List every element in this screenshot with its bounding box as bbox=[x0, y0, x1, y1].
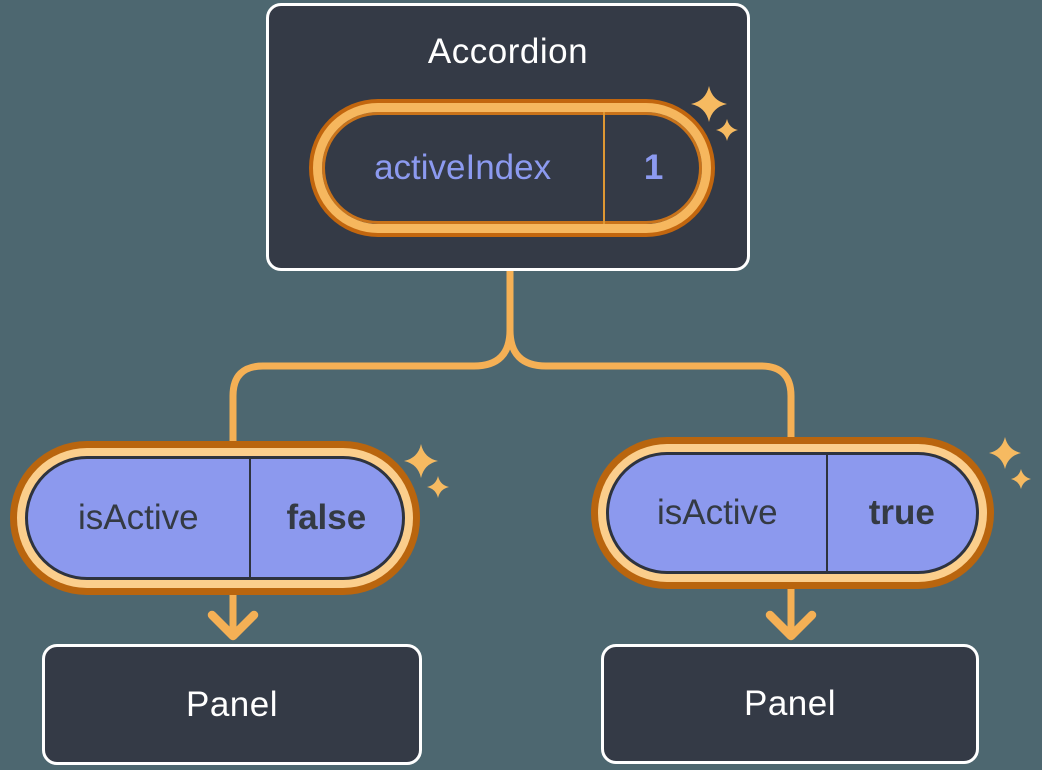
arrow-down-icon bbox=[207, 610, 259, 641]
sparkle-icon bbox=[404, 444, 438, 478]
prop-name: isActive bbox=[609, 455, 828, 571]
panel-component-box-left: Panel bbox=[42, 644, 422, 765]
sparkle-icon bbox=[427, 476, 449, 498]
panel-label: Panel bbox=[185, 684, 279, 724]
panel-component-box-right: Panel bbox=[601, 644, 979, 764]
sparkle-icon bbox=[989, 437, 1021, 469]
state-name: activeIndex bbox=[322, 112, 606, 224]
prop-pill-left: isActive false bbox=[25, 456, 405, 580]
accordion-component-box: Accordion activeIndex 1 bbox=[266, 3, 750, 271]
accordion-title: Accordion bbox=[427, 32, 589, 71]
prop-pill-right: isActive true bbox=[606, 452, 979, 574]
branch-line-right bbox=[506, 264, 795, 632]
prop-value: true bbox=[868, 493, 935, 532]
state-value: 1 bbox=[643, 148, 664, 187]
prop-value: false bbox=[286, 498, 367, 537]
sparkle-icon bbox=[1011, 469, 1031, 489]
state-pill: activeIndex 1 bbox=[313, 103, 711, 233]
prop-name: isActive bbox=[28, 459, 251, 577]
arrow-down-icon bbox=[765, 610, 817, 641]
panel-label: Panel bbox=[743, 684, 837, 723]
